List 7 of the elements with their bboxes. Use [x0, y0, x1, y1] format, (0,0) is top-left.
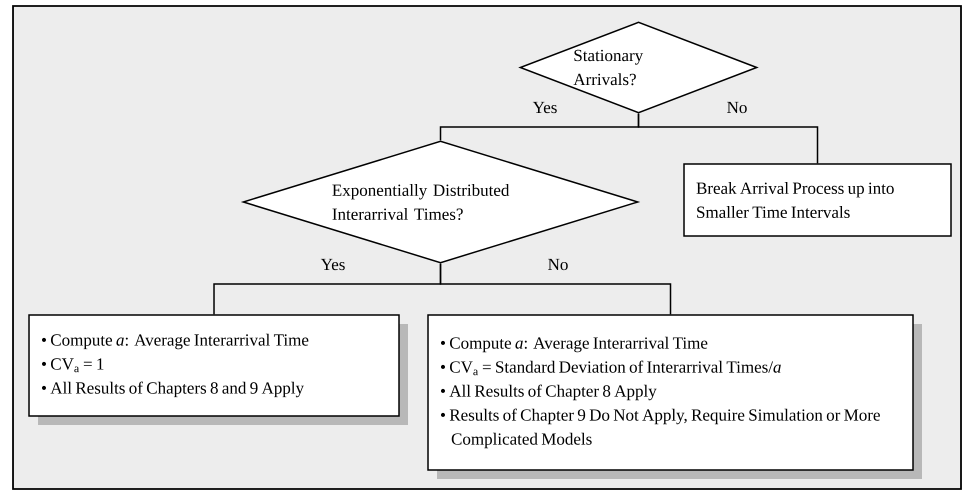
edge-label: No [726, 100, 748, 114]
bullet-list-box: • Compute a: Average Interarrival Time • CV$_{a}$ = 1 • All Results of Chapters 8 and 9 Apply [28, 314, 408, 425]
connector-line [638, 114, 818, 164]
edge-label: Yes [532, 100, 558, 114]
connector-line [440, 264, 672, 314]
bullet-list-box: • Compute a: Average Interarrival Time • CV$_{a}$ = Standard Deviation of Interarrival Times/a • All Results of Chapter 8 Apply • Results of Chapter 9 Do Not Apply, Require Simulation or More Complicated Models [427, 314, 922, 479]
process-box: Break Arrival Process up into Smaller Time Intervals [683, 163, 952, 237]
